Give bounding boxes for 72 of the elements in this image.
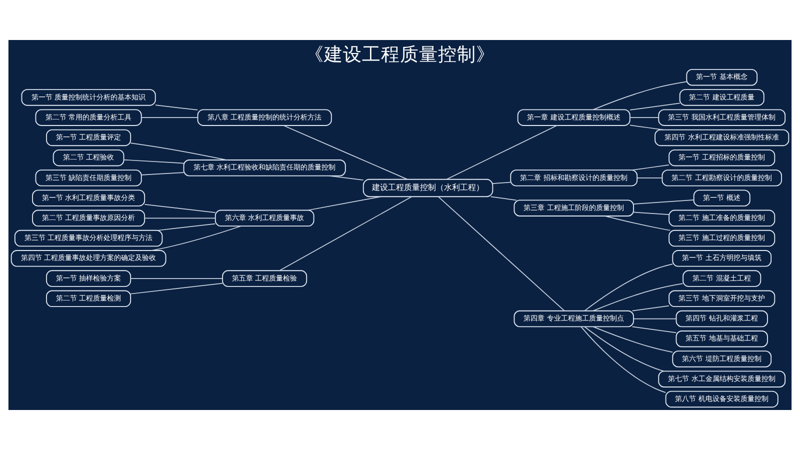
connector — [633, 200, 694, 204]
node-box: 第一节 水利工程质量事故分类 — [32, 190, 146, 206]
diagram-title: 《建设工程质量控制》 — [305, 44, 495, 66]
node-box: 第八章 工程质量控制的统计分析方法 — [197, 109, 332, 126]
node-box: 第三节 缺陷责任期质量控制 — [35, 170, 142, 186]
node-box: 第七节 水工金属结构安装质量控制 — [658, 370, 786, 388]
node-box: 第二节 常用的质量分析工具 — [35, 109, 142, 126]
connector — [150, 226, 242, 251]
connector — [604, 216, 671, 231]
node-box: 第一节 基本概念 — [686, 68, 758, 86]
connector — [584, 264, 673, 312]
connector — [592, 283, 684, 312]
node-box: 第三节 地下洞室开挖与支护 — [668, 290, 776, 308]
connector — [144, 204, 216, 214]
node-box: 第一节 工程质量评定 — [46, 129, 132, 146]
connector — [632, 305, 670, 312]
connector — [130, 282, 223, 294]
connector — [592, 326, 673, 353]
connector — [630, 117, 659, 118]
connector — [632, 164, 670, 170]
connector — [307, 196, 382, 211]
connector — [158, 223, 216, 231]
node-box: 第二节 工程质量事故原因分析 — [32, 210, 146, 227]
node-box: 第四章 专业工程施工质量控制点 — [514, 310, 634, 328]
connector — [632, 326, 677, 334]
node-box: 第四节 钻孔和灌浆工程 — [676, 310, 768, 328]
connector — [584, 326, 664, 372]
node-box: 第八节 机电设备安装质量控制 — [665, 390, 778, 408]
node-box: 第一节 工程招标的质量控制 — [668, 149, 776, 166]
node-box: 第二节 工程验收 — [52, 149, 124, 166]
node-box: 第一节 抽样检验方案 — [46, 270, 132, 287]
connector — [283, 125, 408, 180]
connector — [492, 182, 511, 184]
connector — [633, 318, 676, 320]
node-box: 第二节 建设工程质量 — [679, 89, 764, 106]
node-box: 第四节 水利工程建设标准强制性标准 — [654, 129, 790, 146]
node-box: 第七章 水利工程验收和缺陷责任期的质量控制 — [183, 160, 346, 176]
node-box: 第一节 质量控制统计分析的基本知识 — [21, 89, 156, 106]
connector — [130, 278, 223, 279]
node-box: 第二节 工程质量检测 — [46, 290, 132, 308]
connector — [580, 326, 666, 393]
node-box: 第五节 地基与基础工程 — [676, 330, 768, 348]
connector — [123, 159, 184, 164]
connector — [592, 81, 687, 110]
node-box: 第六节 堤防工程质量控制 — [672, 350, 772, 368]
connector — [446, 125, 558, 180]
node-box: 第二章 招标和勘察设计的质量控制 — [510, 170, 638, 186]
connector — [140, 172, 184, 176]
node-box: 第二节 混凝土工程 — [682, 270, 762, 287]
node-box: 第三节 我国水利工程质量管理体制 — [658, 109, 786, 126]
connector — [438, 196, 565, 312]
node-box: 第二节 施工准备的质量控制 — [668, 210, 776, 227]
connector — [155, 104, 198, 110]
connector — [144, 218, 216, 219]
connector — [490, 196, 517, 201]
node-box: 第六章 水利工程质量事故 — [214, 210, 314, 227]
node-box: 第五章 工程质量检验 — [222, 270, 308, 287]
connector — [328, 175, 364, 180]
connector — [630, 124, 664, 130]
node-box: 第二节 工程勘察设计的质量控制 — [662, 170, 782, 186]
node-box: 第一章 建设工程质量控制概述 — [517, 109, 630, 126]
connector — [130, 142, 227, 160]
connector — [140, 117, 198, 118]
node-box: 第一节 概述 — [693, 190, 750, 206]
node-box: 第三章 工程施工阶段的质量控制 — [514, 200, 634, 216]
node-box: 第三节 施工过程的质量控制 — [668, 230, 776, 247]
node-box: 第三节 工程质量事故分析处理程序与方法 — [14, 230, 163, 247]
connector — [279, 196, 412, 271]
connector — [630, 102, 680, 110]
node-box: 第一节 土石方明挖与填筑 — [672, 250, 772, 267]
node-box: 第四节 工程质量事故处理方案的确定及验收 — [10, 250, 166, 267]
connector — [633, 212, 670, 216]
